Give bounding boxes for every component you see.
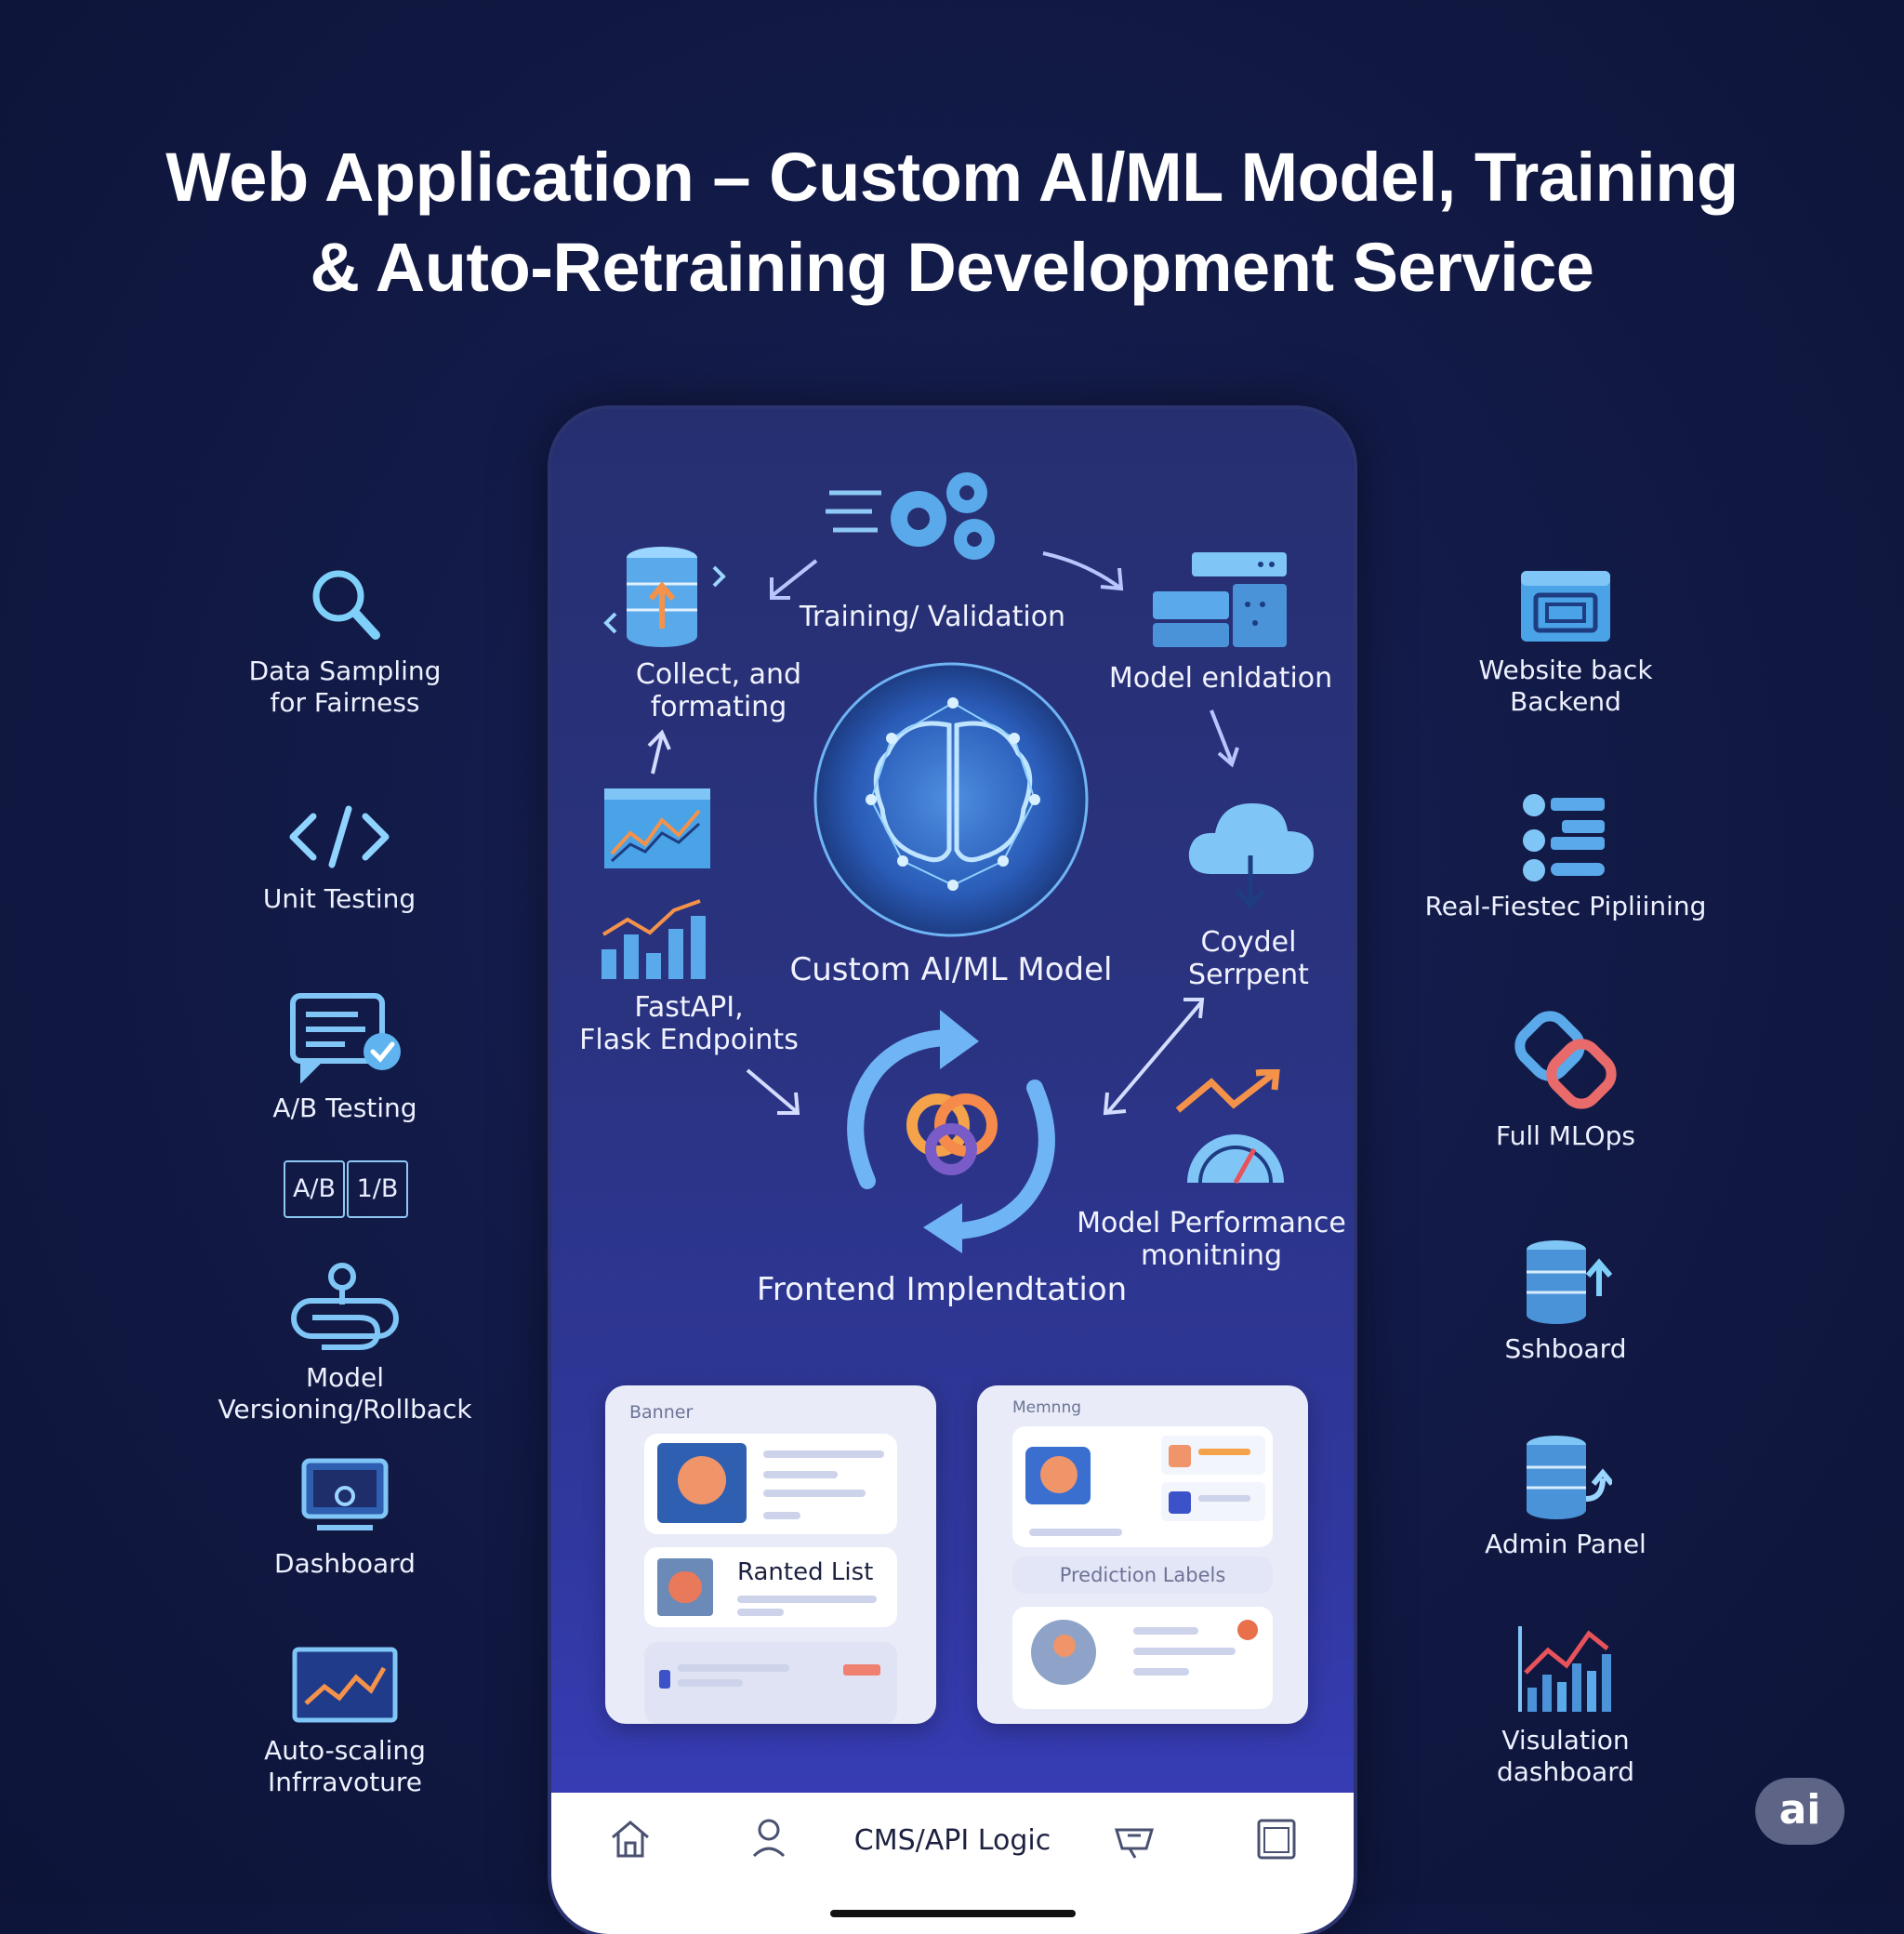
title-line-2: & Auto-Retraining Development Service <box>310 229 1594 306</box>
magnifier-icon <box>312 570 380 640</box>
feature-model-versioning: Model Versioning/Rollback <box>178 1260 512 1425</box>
feature-pipeline: Real-Fiestec Pipliining <box>1398 788 1733 922</box>
feature-sshboard: Sshboard <box>1398 1237 1733 1365</box>
chart-monitor-icon <box>292 1647 398 1723</box>
prediction-labels-chip[interactable]: Prediction Labels <box>1012 1556 1273 1594</box>
core-model-label: Custom AI/ML Model <box>789 951 1113 988</box>
document-check-icon <box>290 993 401 1083</box>
feature-label: Sshboard <box>1504 1333 1627 1364</box>
retraining-cycle-icon <box>847 1010 1055 1253</box>
arrow-icon <box>1042 551 1124 591</box>
feature-label: Admin Panel <box>1485 1529 1646 1559</box>
card-header: Memnng <box>1012 1398 1082 1417</box>
trend-chart-icon <box>604 788 710 868</box>
feature-label: Auto-scaling Infrravoture <box>264 1735 426 1797</box>
feature-visualization-dashboard: Visulation dashboard <box>1398 1623 1733 1788</box>
banner-card: Banner Ranted List <box>605 1385 936 1724</box>
code-box-icon[interactable] <box>1253 1815 1300 1861</box>
feature-label: Visulation dashboard <box>1496 1725 1635 1787</box>
title-line-1: Web Application – Custom AI/ML Model, Tr… <box>165 139 1739 216</box>
feature-label: Dashboard <box>274 1548 416 1579</box>
ab-badge: A/B <box>284 1160 345 1218</box>
feature-label: Real-Fiestec Pipliining <box>1424 891 1707 921</box>
prediction-card: Memnng Prediction Labels <box>977 1385 1308 1724</box>
feature-ab-testing: A/B Testing <box>178 990 512 1124</box>
nav-center-label[interactable]: CMS/API Logic <box>853 1824 1051 1857</box>
model-endpoint-label: Model enldation <box>1108 662 1333 695</box>
browser-window-icon <box>1521 571 1610 642</box>
chat-preview[interactable] <box>1012 1426 1273 1547</box>
feature-label: Data Sampling for Fairness <box>248 656 442 718</box>
feature-label: A/B Testing <box>272 1093 417 1123</box>
monitor-icon <box>301 1458 389 1530</box>
frontend-label: Frontend Implendtation <box>756 1271 1128 1308</box>
home-indicator <box>830 1910 1076 1917</box>
home-icon[interactable] <box>607 1815 654 1861</box>
prediction-result[interactable] <box>1012 1607 1273 1709</box>
brain-network-icon <box>813 662 1089 937</box>
pipeline-icon <box>1523 794 1605 881</box>
feature-label: Model Versioning/Rollback <box>218 1362 472 1424</box>
basket-icon[interactable] <box>1111 1815 1157 1861</box>
feature-label: Unit Testing <box>262 883 416 914</box>
feature-data-sampling: Data Sampling for Fairness <box>178 563 512 719</box>
performance-label: Model Performance monitning <box>1077 1207 1346 1272</box>
user-icon[interactable] <box>747 1815 793 1861</box>
bidirectional-arrow-icon <box>1103 998 1205 1116</box>
page-title: Web Application – Custom AI/ML Model, Tr… <box>0 132 1904 312</box>
database-upload-icon <box>1527 1240 1612 1324</box>
arrow-icon <box>1210 709 1239 768</box>
feature-label: Website back Backend <box>1478 655 1653 717</box>
feature-website-backend: Website back Backend <box>1398 567 1733 718</box>
database-refresh-icon <box>1527 1436 1612 1519</box>
bottom-nav-bar: CMS/API Logic <box>551 1793 1354 1934</box>
list-item[interactable] <box>644 1434 897 1534</box>
code-icon <box>289 805 390 868</box>
arrow-up-icon <box>647 729 671 775</box>
bar-chart-icon <box>1518 1626 1611 1712</box>
feature-label: Full MLOps <box>1496 1120 1635 1151</box>
list-item-title: Ranted List <box>737 1558 874 1586</box>
version-pipe-icon <box>291 1263 399 1350</box>
ai-badge: ai <box>1755 1778 1844 1845</box>
bar-chart-icon <box>602 899 706 979</box>
thumbnail-image <box>657 1558 713 1616</box>
feature-auto-scaling: Auto-scaling Infrravoture <box>178 1646 512 1798</box>
fastapi-label: FastAPI, Flask Endpoints <box>579 991 799 1056</box>
performance-gauge-icon <box>1175 1069 1284 1185</box>
list-item[interactable]: Ranted List <box>644 1547 897 1627</box>
chat-bubble-image <box>1025 1447 1091 1504</box>
phone-mockup: Training/ Validation Collect, and format… <box>551 409 1354 1934</box>
gears-icon <box>826 472 995 560</box>
alert-badge <box>1237 1620 1258 1640</box>
card-header: Banner <box>629 1402 694 1423</box>
feature-full-mlops: Full MLOps <box>1398 1009 1733 1152</box>
database-icon <box>603 547 726 647</box>
cloud-label: Coydel Serrpent <box>1188 926 1309 991</box>
arrow-icon <box>746 1068 800 1115</box>
arrow-icon <box>770 559 818 600</box>
feature-unit-testing: Unit Testing <box>172 800 507 915</box>
ab-badge-group: A/B 1/B <box>284 1160 408 1218</box>
training-label: Training/ Validation <box>799 601 1066 633</box>
cloud-download-icon <box>1188 803 1314 909</box>
chain-link-icon <box>1514 1011 1617 1109</box>
feature-admin-panel: Admin Panel <box>1398 1432 1733 1560</box>
feature-dashboard: Dashboard <box>178 1455 512 1580</box>
list-item[interactable] <box>644 1642 897 1724</box>
server-icon <box>1153 552 1287 647</box>
collect-label: Collect, and formating <box>635 658 802 723</box>
thumbnail-image <box>657 1443 747 1523</box>
avatar <box>1031 1620 1096 1685</box>
ab-badge: 1/B <box>347 1160 408 1218</box>
